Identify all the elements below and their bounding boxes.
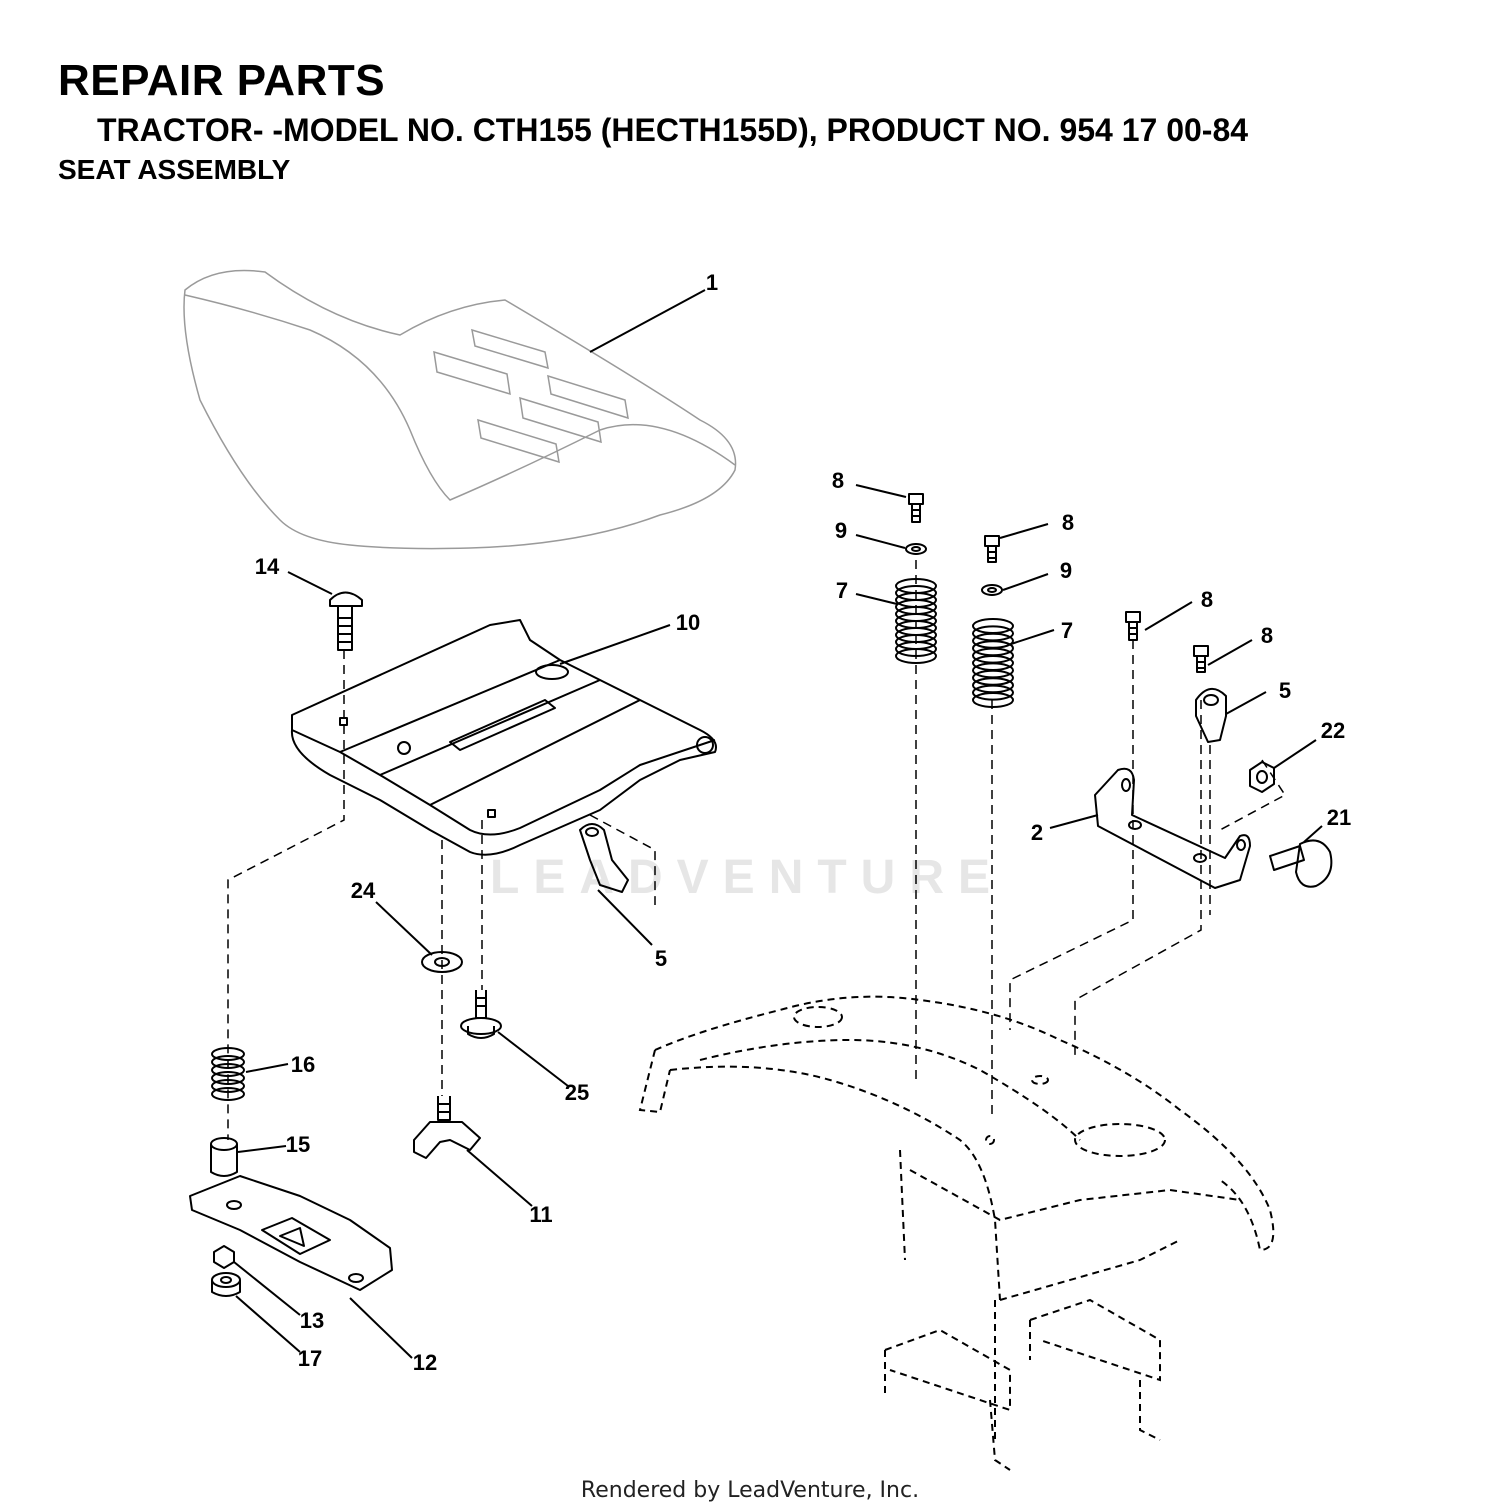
- callout-7: 7: [1061, 618, 1073, 643]
- callout-5: 5: [655, 946, 667, 971]
- callout-7: 7: [836, 578, 848, 603]
- callout-8: 8: [1261, 623, 1273, 648]
- callout-9: 9: [1060, 558, 1072, 583]
- mount-plate-part[interactable]: [189, 1175, 393, 1291]
- callout-21: 21: [1327, 805, 1351, 830]
- callout-24: 24: [351, 878, 376, 903]
- callout-25: 25: [565, 1080, 589, 1105]
- seat-part[interactable]: [183, 269, 737, 550]
- callout-8: 8: [832, 468, 844, 493]
- callout-10: 10: [676, 610, 700, 635]
- callout-17: 17: [298, 1346, 322, 1371]
- washer-part-a[interactable]: [905, 543, 927, 555]
- callout-11: 11: [529, 1202, 552, 1227]
- section-title: SEAT ASSEMBLY: [58, 154, 291, 185]
- callout-8: 8: [1062, 510, 1074, 535]
- flange-screw-part[interactable]: [460, 990, 502, 1039]
- bolt-part-b[interactable]: [984, 535, 1000, 563]
- knob-part[interactable]: [413, 1096, 481, 1159]
- callout-12: 12: [413, 1350, 437, 1375]
- hex-nut-part[interactable]: [213, 1245, 235, 1269]
- shoulder-bolt-part[interactable]: [1269, 839, 1333, 888]
- page-title: REPAIR PARTS: [58, 56, 386, 105]
- tractor-fender-frame: [638, 995, 1275, 1471]
- clip-part-right[interactable]: [1195, 688, 1227, 743]
- callout-2: 2: [1031, 820, 1043, 845]
- callout-9: 9: [835, 518, 847, 543]
- callout-8: 8: [1201, 587, 1213, 612]
- footer-credit: Rendered by LeadVenture, Inc.: [580, 1478, 920, 1503]
- callout-13: 13: [300, 1308, 324, 1333]
- alignment-lines: [227, 560, 1287, 1140]
- washer-part-b[interactable]: [981, 584, 1003, 596]
- flange-nut-part[interactable]: [211, 1272, 241, 1297]
- spring-part-b[interactable]: [972, 618, 1014, 708]
- model-subtitle: TRACTOR- -MODEL NO. CTH155 (HECTH155D), …: [97, 112, 1249, 148]
- callout-labels: 1 8 9 7 8 9 7 8 8 5 22 21 2 14 10 24 5 16 25 15 11 13 12 17: [255, 270, 1351, 1375]
- spacer-part[interactable]: [210, 1137, 238, 1177]
- bolt-part-a[interactable]: [908, 493, 924, 523]
- bolt-part-c[interactable]: [1125, 611, 1141, 641]
- watermark-logo: LEADVENTURE: [490, 851, 1005, 904]
- nut-part[interactable]: [1249, 761, 1275, 793]
- callout-5: 5: [1279, 678, 1291, 703]
- clip-part-left[interactable]: [579, 823, 629, 893]
- bracket-part[interactable]: [1094, 767, 1251, 889]
- callout-14: 14: [255, 554, 280, 579]
- callout-16: 16: [291, 1052, 315, 1077]
- callout-22: 22: [1321, 718, 1345, 743]
- carriage-bolt-part[interactable]: [329, 591, 363, 651]
- callout-15: 15: [286, 1132, 310, 1157]
- callout-1: 1: [706, 270, 718, 295]
- bolt-part-d[interactable]: [1193, 645, 1209, 673]
- leader-lines: [233, 289, 1323, 1359]
- seat-pan-part[interactable]: [290, 619, 717, 856]
